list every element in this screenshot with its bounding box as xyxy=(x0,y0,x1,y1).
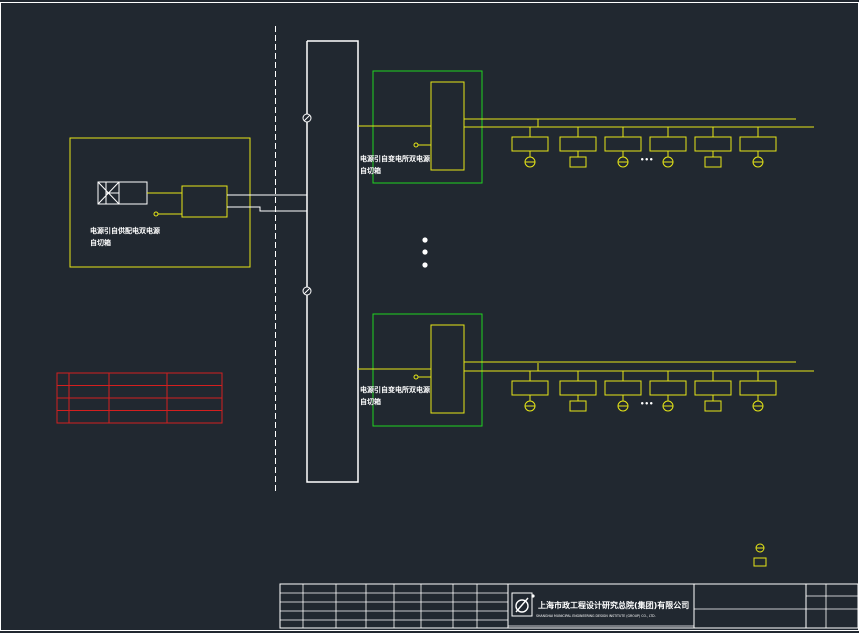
upper-branch xyxy=(649,127,687,168)
continuation-dots xyxy=(422,237,428,268)
upper-panel-label-1: 电源引自变电所双电源 xyxy=(360,154,430,163)
lamp-icon xyxy=(524,400,536,412)
upper-branch xyxy=(694,127,732,168)
lower-feeder: 电源引自变电所双电源 自切箱 ••• xyxy=(358,313,814,427)
upper-breaker-box xyxy=(739,136,777,152)
source-panel-label-1: 电源引自供配电双电源 xyxy=(90,226,160,235)
cable-break-symbol-lower xyxy=(302,286,312,296)
upper-branch xyxy=(739,127,777,168)
source-panel-label-2: 自切箱 xyxy=(90,238,111,247)
lower-branch xyxy=(604,371,642,412)
source-feed-lower xyxy=(227,206,307,212)
upper-ellipsis: ••• xyxy=(640,156,653,164)
cable-break-symbol-upper xyxy=(302,113,312,123)
lower-panel-label-2: 自切箱 xyxy=(360,397,381,406)
legend-table xyxy=(56,372,223,424)
lower-breaker-box xyxy=(559,380,597,396)
upper-branch xyxy=(511,127,549,168)
lamp-icon xyxy=(752,400,764,412)
lower-breaker-box xyxy=(604,380,642,396)
upper-breaker-box xyxy=(649,136,687,152)
lower-ellipsis: ••• xyxy=(640,400,653,408)
company-logo xyxy=(511,592,535,617)
upper-switch-box xyxy=(430,81,465,171)
upper-panel-label-2: 自切箱 xyxy=(360,166,381,175)
upper-breaker-box xyxy=(694,136,732,152)
upper-branch xyxy=(604,127,642,168)
lower-breaker-box xyxy=(511,380,549,396)
upper-branches xyxy=(511,119,777,168)
lower-branch xyxy=(739,371,777,412)
transformer-symbol xyxy=(97,181,148,205)
source-panel-frame xyxy=(69,137,251,268)
lower-terminal xyxy=(413,374,419,380)
lamp-icon xyxy=(662,400,674,412)
upper-feeder: 电源引自变电所双电源 自切箱 ••• xyxy=(358,70,814,184)
lower-switch-box xyxy=(430,324,465,414)
lower-breaker-box xyxy=(739,380,777,396)
lamp-icon xyxy=(752,156,764,168)
upper-breaker-box xyxy=(511,136,549,152)
lamp-icon xyxy=(662,156,674,168)
lower-breaker-box xyxy=(694,380,732,396)
junction-box-icon xyxy=(704,400,722,412)
lower-breaker-box xyxy=(649,380,687,396)
junction-box-icon xyxy=(704,156,722,168)
lamp-icon xyxy=(617,400,629,412)
lower-panel-frame xyxy=(372,313,483,427)
lamp-icon xyxy=(617,156,629,168)
lower-branch xyxy=(694,371,732,412)
main-cable-loop xyxy=(306,40,359,483)
junction-box-icon xyxy=(569,156,587,168)
upper-breaker-box xyxy=(604,136,642,152)
lower-branch xyxy=(511,371,549,412)
upper-terminal xyxy=(413,142,419,148)
source-switch-box xyxy=(181,185,228,218)
lower-panel-label-1: 电源引自变电所双电源 xyxy=(360,385,430,394)
lower-branch xyxy=(649,371,687,412)
source-terminal xyxy=(153,211,159,217)
title-block xyxy=(279,583,859,629)
lower-branch xyxy=(559,371,597,412)
junction-box-icon xyxy=(569,400,587,412)
upper-breaker-box xyxy=(559,136,597,152)
lamp-legend-symbol xyxy=(753,543,767,567)
company-name-en: SHANGHAI MUNICIPAL ENGINEERING DESIGN IN… xyxy=(536,614,656,618)
lamp-icon xyxy=(524,156,536,168)
upper-branch xyxy=(559,127,597,168)
company-name-cn: 上海市政工程设计研究总院(集团)有限公司 xyxy=(538,600,689,610)
lower-branches xyxy=(511,363,777,412)
